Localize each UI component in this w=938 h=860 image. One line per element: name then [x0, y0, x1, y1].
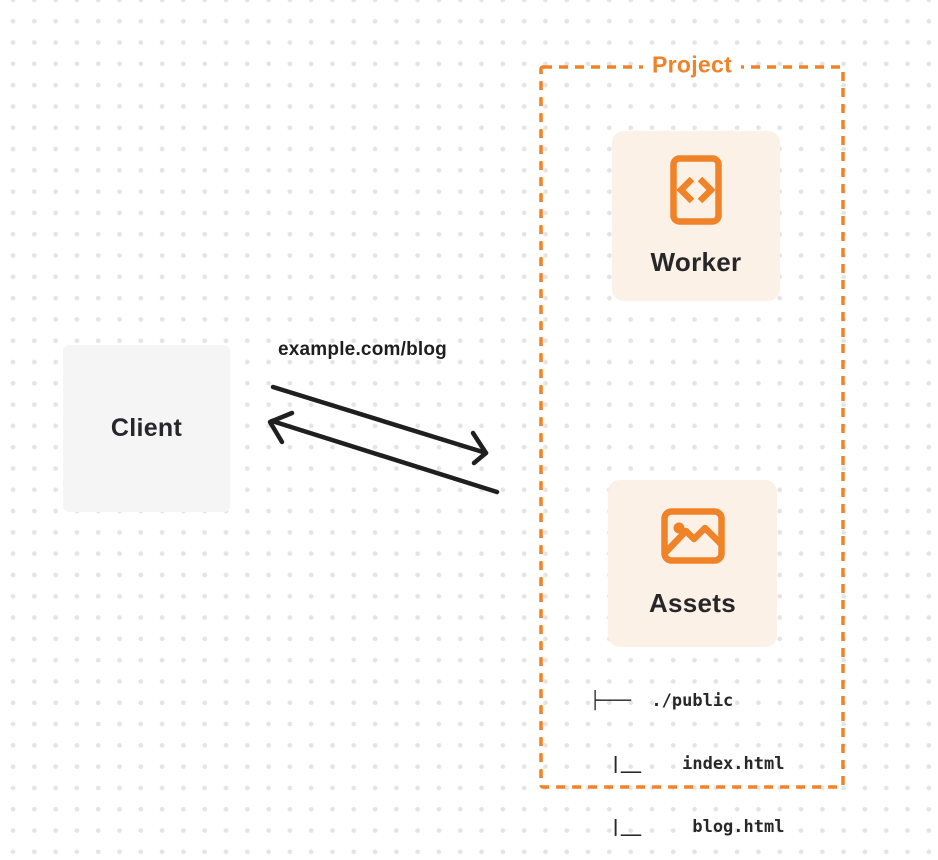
client-box: Client: [63, 345, 230, 512]
file-tree-line: |__ blog.html: [590, 817, 785, 837]
assets-file-tree: ├─── ./public |__ index.html |__ blog.ht…: [590, 649, 784, 860]
file-tree-line: ├─── ./public: [590, 691, 734, 711]
assets-label: Assets: [648, 588, 737, 618]
response-arrowhead: [267, 410, 295, 445]
request-arrow-line: [270, 384, 489, 456]
file-tree-line: |__ index.html: [590, 754, 785, 774]
project-container: Project Worker Assets ├───: [537, 51, 847, 837]
code-document-icon: [670, 154, 722, 225]
client-label: Client: [110, 414, 183, 442]
assets-card: Assets: [608, 480, 777, 647]
image-icon: [660, 508, 725, 564]
project-label: Project: [642, 51, 742, 79]
worker-label: Worker: [650, 246, 742, 277]
response-arrow-line: [269, 418, 500, 495]
request-url-label: example.com/blog: [278, 339, 447, 360]
request-arrowhead: [470, 430, 489, 466]
worker-card: Worker: [612, 131, 780, 301]
